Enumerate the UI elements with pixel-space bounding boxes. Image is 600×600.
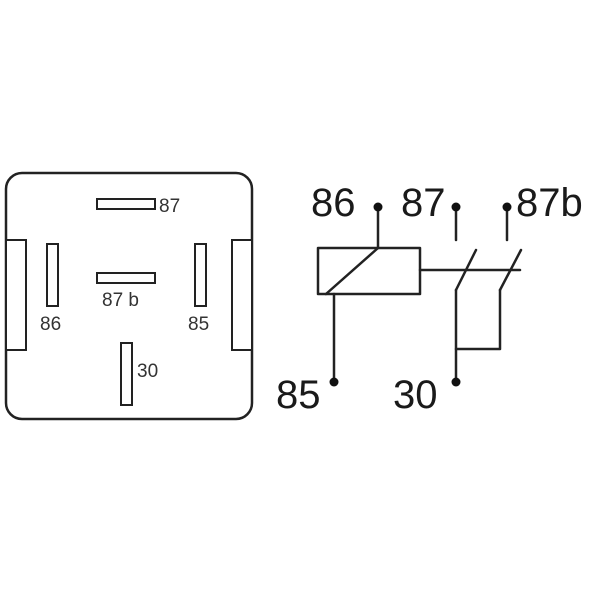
pin-30-label: 30	[137, 361, 158, 382]
terminal-30-dot	[451, 377, 461, 387]
terminal-87-dot	[451, 202, 461, 212]
switch-blade-87	[454, 248, 478, 292]
coil-diagonal	[324, 246, 380, 296]
pin-87-blade	[96, 198, 156, 210]
pin-87b-label: 87 b	[102, 290, 139, 311]
terminal-30-label: 30	[393, 373, 438, 417]
pin-87b-blade	[96, 272, 156, 284]
right-mounting-tab	[231, 239, 253, 351]
terminal-85-label: 85	[276, 373, 321, 417]
pin-87-label: 87	[159, 196, 180, 217]
terminal-87b-dot	[502, 202, 512, 212]
relay-schematic: 86 85 87 87b 30	[276, 181, 583, 417]
pin-86-blade	[46, 243, 59, 307]
pin-85-label: 85	[188, 314, 209, 335]
terminal-85-dot	[329, 377, 339, 387]
terminal-87b-label: 87b	[516, 181, 583, 225]
relay-footprint: 87 87 b 86 85 30	[4, 171, 254, 421]
terminal-86-dot	[373, 202, 383, 212]
terminal-86-label: 86	[311, 181, 356, 225]
switch-blade-87b	[498, 248, 523, 292]
pin-85-blade	[194, 243, 207, 307]
left-mounting-tab	[5, 239, 27, 351]
pin-30-blade	[120, 342, 133, 406]
pin-86-label: 86	[40, 314, 61, 335]
terminal-87-label: 87	[401, 181, 446, 225]
common-contact-wiring	[454, 288, 502, 351]
